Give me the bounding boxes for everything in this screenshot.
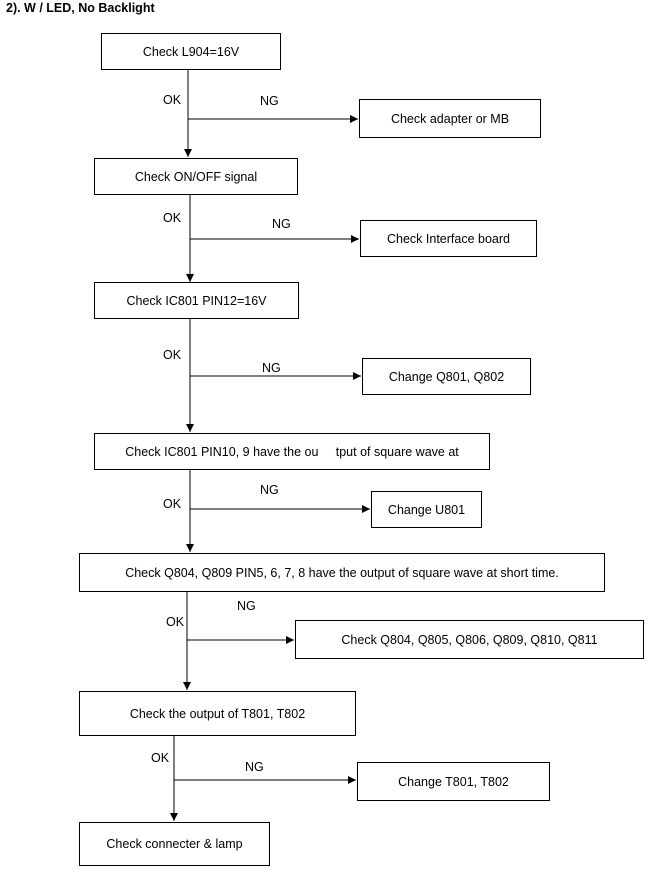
ng-label-1: NG xyxy=(260,94,279,108)
ng-action-box-5: Check Q804, Q805, Q806, Q809, Q810, Q811 xyxy=(295,620,644,659)
ok-label-2: OK xyxy=(163,211,182,225)
ng-action-box-2: Check Interface board xyxy=(360,220,537,257)
ng-label-3: NG xyxy=(262,361,281,375)
ok-label-6: OK xyxy=(151,751,170,765)
check-box-2: Check ON/OFF signal xyxy=(94,158,298,195)
ng-action-box-4: Change U801 xyxy=(371,491,482,528)
ng-label-6: NG xyxy=(245,760,264,774)
check-box-3: Check IC801 PIN12=16V xyxy=(94,282,299,319)
check-box-1: Check L904=16V xyxy=(101,33,281,70)
ng-label-5: NG xyxy=(237,599,256,613)
ng-label-2: NG xyxy=(272,217,291,231)
ng-action-box-6: Change T801, T802 xyxy=(357,762,550,801)
ok-label-1: OK xyxy=(163,93,182,107)
ok-label-5: OK xyxy=(166,615,185,629)
ng-action-box-1: Check adapter or MB xyxy=(359,99,541,138)
check-box-5: Check Q804, Q809 PIN5, 6, 7, 8 have the … xyxy=(79,553,605,592)
ng-label-4: NG xyxy=(260,483,279,497)
ng-action-box-3: Change Q801, Q802 xyxy=(362,358,531,395)
page-title: 2). W / LED, No Backlight xyxy=(6,1,155,15)
check-box-4: Check IC801 PIN10, 9 have the ou tput of… xyxy=(94,433,490,470)
ok-label-4: OK xyxy=(163,497,182,511)
check-box-6: Check the output of T801, T802 xyxy=(79,691,356,736)
ok-label-3: OK xyxy=(163,348,182,362)
final-check-box: Check connecter & lamp xyxy=(79,822,270,866)
